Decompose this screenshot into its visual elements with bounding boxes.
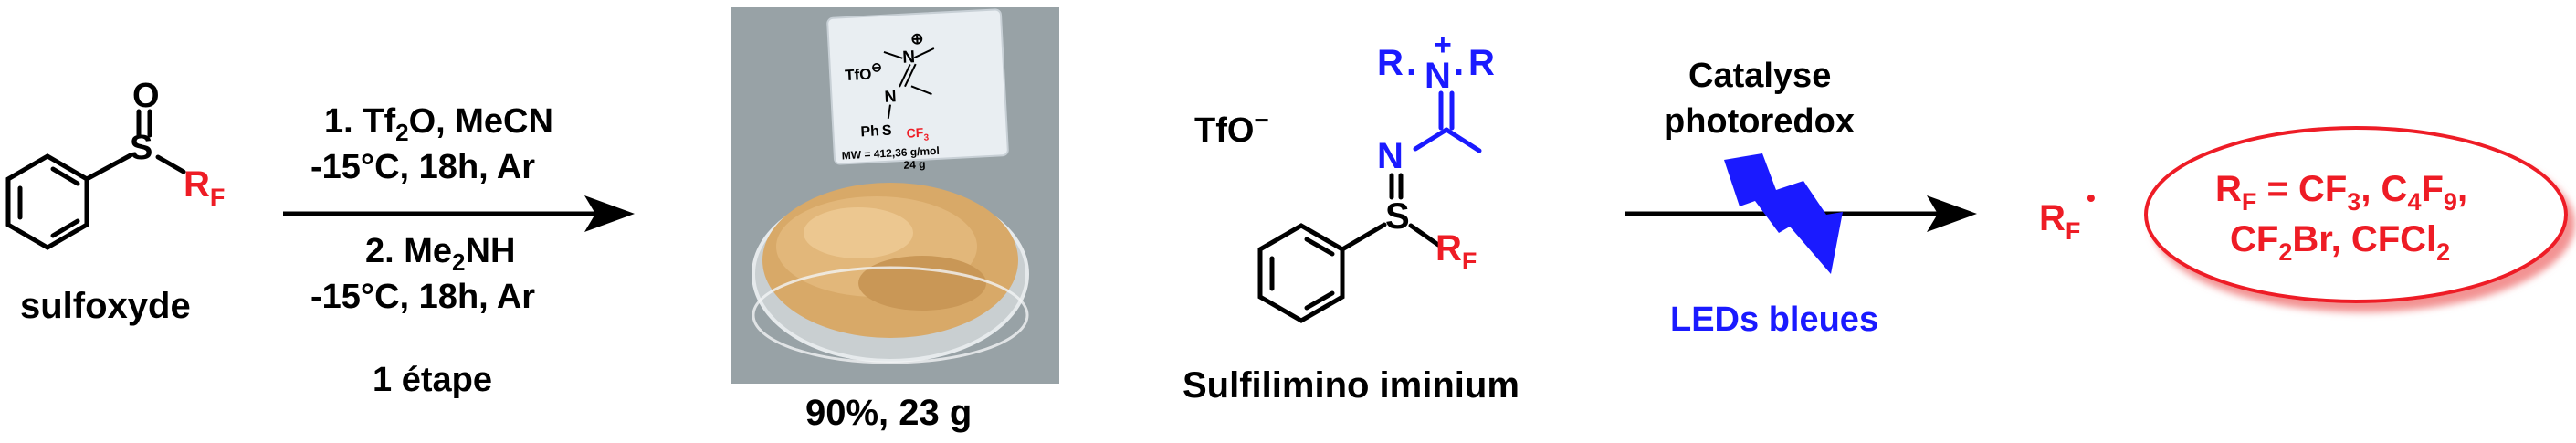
r-right: R — [1468, 43, 1495, 83]
product-rf: RF — [1435, 228, 1477, 275]
rf-radical: RF — [2039, 198, 2080, 245]
vial-label-card — [826, 8, 1009, 165]
r-left: R — [1377, 43, 1404, 83]
product-name: Sulfilimino iminium — [1183, 365, 1519, 406]
oxygen-atom: O — [132, 77, 160, 115]
catalysis-line1: Catalyse — [1688, 57, 1831, 95]
s-aryl-bond — [1340, 222, 1387, 252]
step-count: 1 étape — [373, 361, 492, 399]
s-rf-bond — [1408, 223, 1441, 248]
radical-dot: • — [2087, 184, 2096, 212]
scope-line1: RF = CF3, C4F9, — [2215, 169, 2467, 216]
catalysis-line2: photoredox — [1664, 102, 1855, 141]
yield-label: 90%, 23 g — [805, 393, 972, 433]
reaction-conditions: 1. Tf2O, MeCN -15°C, 18h, Ar 2. Me2NH -1… — [283, 102, 635, 399]
iminium-charge: + — [1434, 27, 1452, 62]
lightning-bolt-icon — [1724, 153, 1843, 274]
step1-conditions: -15°C, 18h, Ar — [310, 148, 535, 186]
label-mw: MW = 412,36 g/mol — [841, 144, 940, 163]
label-cf3: CF3 — [906, 124, 930, 143]
arrow-head-2 — [1927, 195, 1977, 232]
r-dot-2: . — [1454, 43, 1464, 83]
imine-nitrogen: N — [1377, 136, 1404, 176]
product-structure: TfO− R . N + . R N S RF Sulfilimino imin… — [1183, 27, 1519, 406]
label-plus: ⊕ — [910, 30, 924, 48]
product-sulfur: S — [1385, 196, 1410, 237]
label-imine-n: N — [884, 87, 897, 106]
step2-conditions: -15°C, 18h, Ar — [310, 278, 535, 316]
label-counterion: TfO⊖ — [844, 59, 882, 84]
step1-reagents: 1. Tf2O, MeCN — [324, 102, 553, 146]
r-dot: . — [1406, 43, 1416, 83]
label-mass: 24 g — [903, 158, 926, 172]
sulfur-atom: S — [130, 129, 152, 167]
sulfoxide-name: sulfoxyde — [20, 286, 191, 326]
sulfoxide-structure: O S RF sulfoxyde — [5, 77, 225, 326]
light-source: LEDs bleues — [1670, 301, 1878, 339]
arrow-head-1 — [584, 195, 635, 232]
c-n-imine-bond — [1413, 127, 1449, 152]
product-counterion: TfO− — [1194, 106, 1269, 150]
aryl-s-bond — [84, 153, 133, 182]
label-iminium-n: N — [902, 47, 916, 68]
photoredox-step: Catalyse photoredox LEDs bleues — [1625, 57, 1977, 339]
rf-group: RF — [184, 164, 225, 211]
rf-scope: RF = CF3, C4F9, CF2Br, CFCl2 — [2144, 126, 2568, 303]
scope-ellipse — [2144, 126, 2568, 303]
iminium-nitrogen: N — [1425, 56, 1451, 96]
radical-product: RF • — [2039, 184, 2096, 245]
benzene-ring-product — [1257, 223, 1345, 323]
step2-reagents: 2. Me2NH — [365, 232, 515, 276]
scope-line2: CF2Br, CFCl2 — [2230, 219, 2450, 266]
methyl-bond — [1444, 127, 1482, 153]
